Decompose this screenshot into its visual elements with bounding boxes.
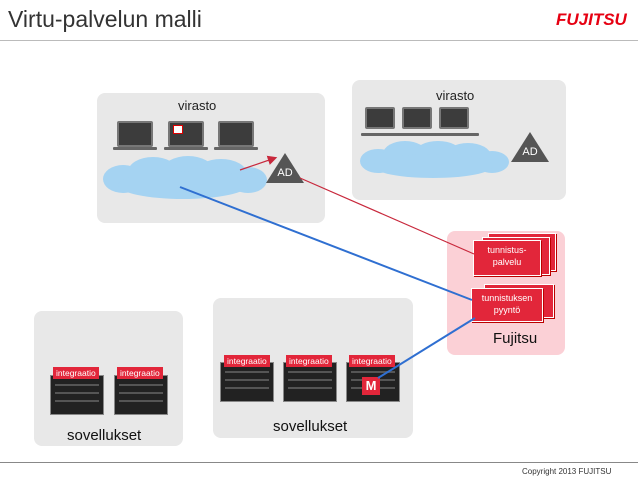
apps-label-left: sovellukset: [67, 427, 142, 444]
cloud-to-ad-link: [239, 155, 278, 171]
auth-service-label: tunnistus- palvelu: [487, 245, 527, 267]
integration-tag: integraatio: [286, 355, 332, 367]
ad-server-icon: [511, 132, 549, 162]
integration-tag: integraatio: [117, 367, 163, 379]
auth-service-card: tunnistus- palvelu: [473, 240, 541, 276]
m-badge: M: [362, 377, 380, 395]
fujitsu-logo: FUJITSU: [556, 10, 627, 30]
apps-label-middle: sovellukset: [273, 418, 348, 435]
server-icon: M: [346, 362, 400, 402]
cloud-to-auth-request-link: [179, 186, 473, 301]
server-icon: [283, 362, 337, 402]
integration-tag: integraatio: [224, 355, 270, 367]
fujitsu-label: Fujitsu: [493, 330, 538, 347]
auth-request-card: tunnistuksen pyyntö: [471, 288, 543, 322]
laptop-icon: [435, 107, 479, 136]
laptop-icon: [164, 121, 208, 150]
laptop-icon: [113, 121, 157, 150]
agency-label-right: virasto: [436, 88, 475, 103]
agency-label-left: virasto: [178, 98, 217, 113]
auth-request-to-app-link: [377, 317, 476, 379]
laptop-icon: [361, 107, 405, 136]
slide-title: Virtu-palvelun malli: [8, 6, 202, 32]
integration-tag: integraatio: [53, 367, 99, 379]
cloud-icon: [360, 141, 509, 178]
footer-divider: [0, 462, 638, 463]
auth-request-label: tunnistuksen pyyntö: [481, 293, 533, 315]
app-badge-icon: [173, 125, 183, 134]
ad-label-left: AD: [277, 167, 293, 179]
integration-tag: integraatio: [349, 355, 395, 367]
laptop-icon: [398, 107, 442, 136]
logo-text: FUJITSU: [556, 10, 627, 29]
ad-to-auth-link: [299, 177, 475, 255]
copyright: Copyright 2013 FUJITSU: [522, 467, 612, 476]
cloud-icon: [103, 156, 267, 199]
title-divider: [0, 40, 638, 41]
ad-label-right: AD: [522, 146, 538, 158]
laptop-icon: [214, 121, 258, 150]
